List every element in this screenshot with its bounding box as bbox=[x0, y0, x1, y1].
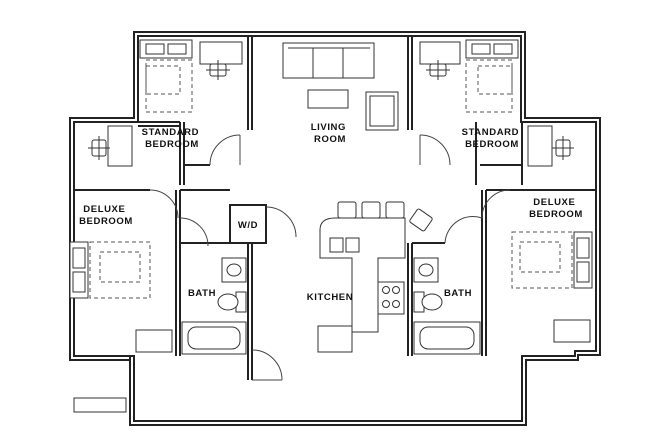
desk-chair-icon bbox=[552, 136, 574, 160]
toilet-icon bbox=[413, 291, 443, 313]
room-label-standard-bedroom-right: STANDARD BEDROOM bbox=[462, 127, 523, 150]
bed-icon bbox=[511, 231, 593, 289]
room-label-kitchen: KITCHEN bbox=[307, 292, 353, 303]
room-label-standard-bedroom-left: STANDARD BEDROOM bbox=[142, 127, 203, 150]
bathtub-icon bbox=[181, 321, 247, 355]
right-deluxe-furniture bbox=[511, 125, 593, 343]
left-deluxe-furniture bbox=[69, 125, 173, 413]
toilet-icon bbox=[217, 291, 247, 313]
living-room-furniture bbox=[282, 42, 399, 131]
sink-icon bbox=[329, 237, 360, 253]
outer-walls bbox=[69, 31, 601, 426]
sink-icon bbox=[221, 257, 247, 283]
desk-chair-icon bbox=[88, 136, 110, 160]
right-standard-furniture bbox=[419, 39, 519, 113]
room-label-laundry: W/D bbox=[238, 220, 258, 231]
sink-icon bbox=[413, 257, 439, 283]
desk-chair-icon bbox=[426, 60, 450, 80]
room-labels: STANDARD BEDROOM LIVING ROOM STANDARD BE… bbox=[79, 122, 583, 303]
sofa-icon bbox=[282, 42, 375, 79]
bathtub-icon bbox=[413, 321, 481, 355]
kitchen-fixtures bbox=[317, 201, 433, 353]
room-label-deluxe-bedroom-right: DELUXE BEDROOM bbox=[529, 197, 583, 220]
room-label-bath-left: BATH bbox=[188, 288, 216, 299]
left-standard-furniture bbox=[139, 39, 243, 113]
room-label-deluxe-bedroom-left: DELUXE BEDROOM bbox=[79, 204, 133, 227]
right-bath-fixtures bbox=[413, 257, 481, 355]
doors bbox=[149, 134, 511, 381]
room-label-bath-right: BATH bbox=[444, 288, 472, 299]
desk-chair-icon bbox=[206, 60, 230, 80]
bar-stool-icon bbox=[337, 201, 433, 232]
room-label-living-room: LIVING ROOM bbox=[311, 122, 350, 145]
left-bath-fixtures bbox=[181, 257, 247, 355]
stove-icon bbox=[377, 281, 405, 315]
bed-icon bbox=[69, 241, 151, 299]
